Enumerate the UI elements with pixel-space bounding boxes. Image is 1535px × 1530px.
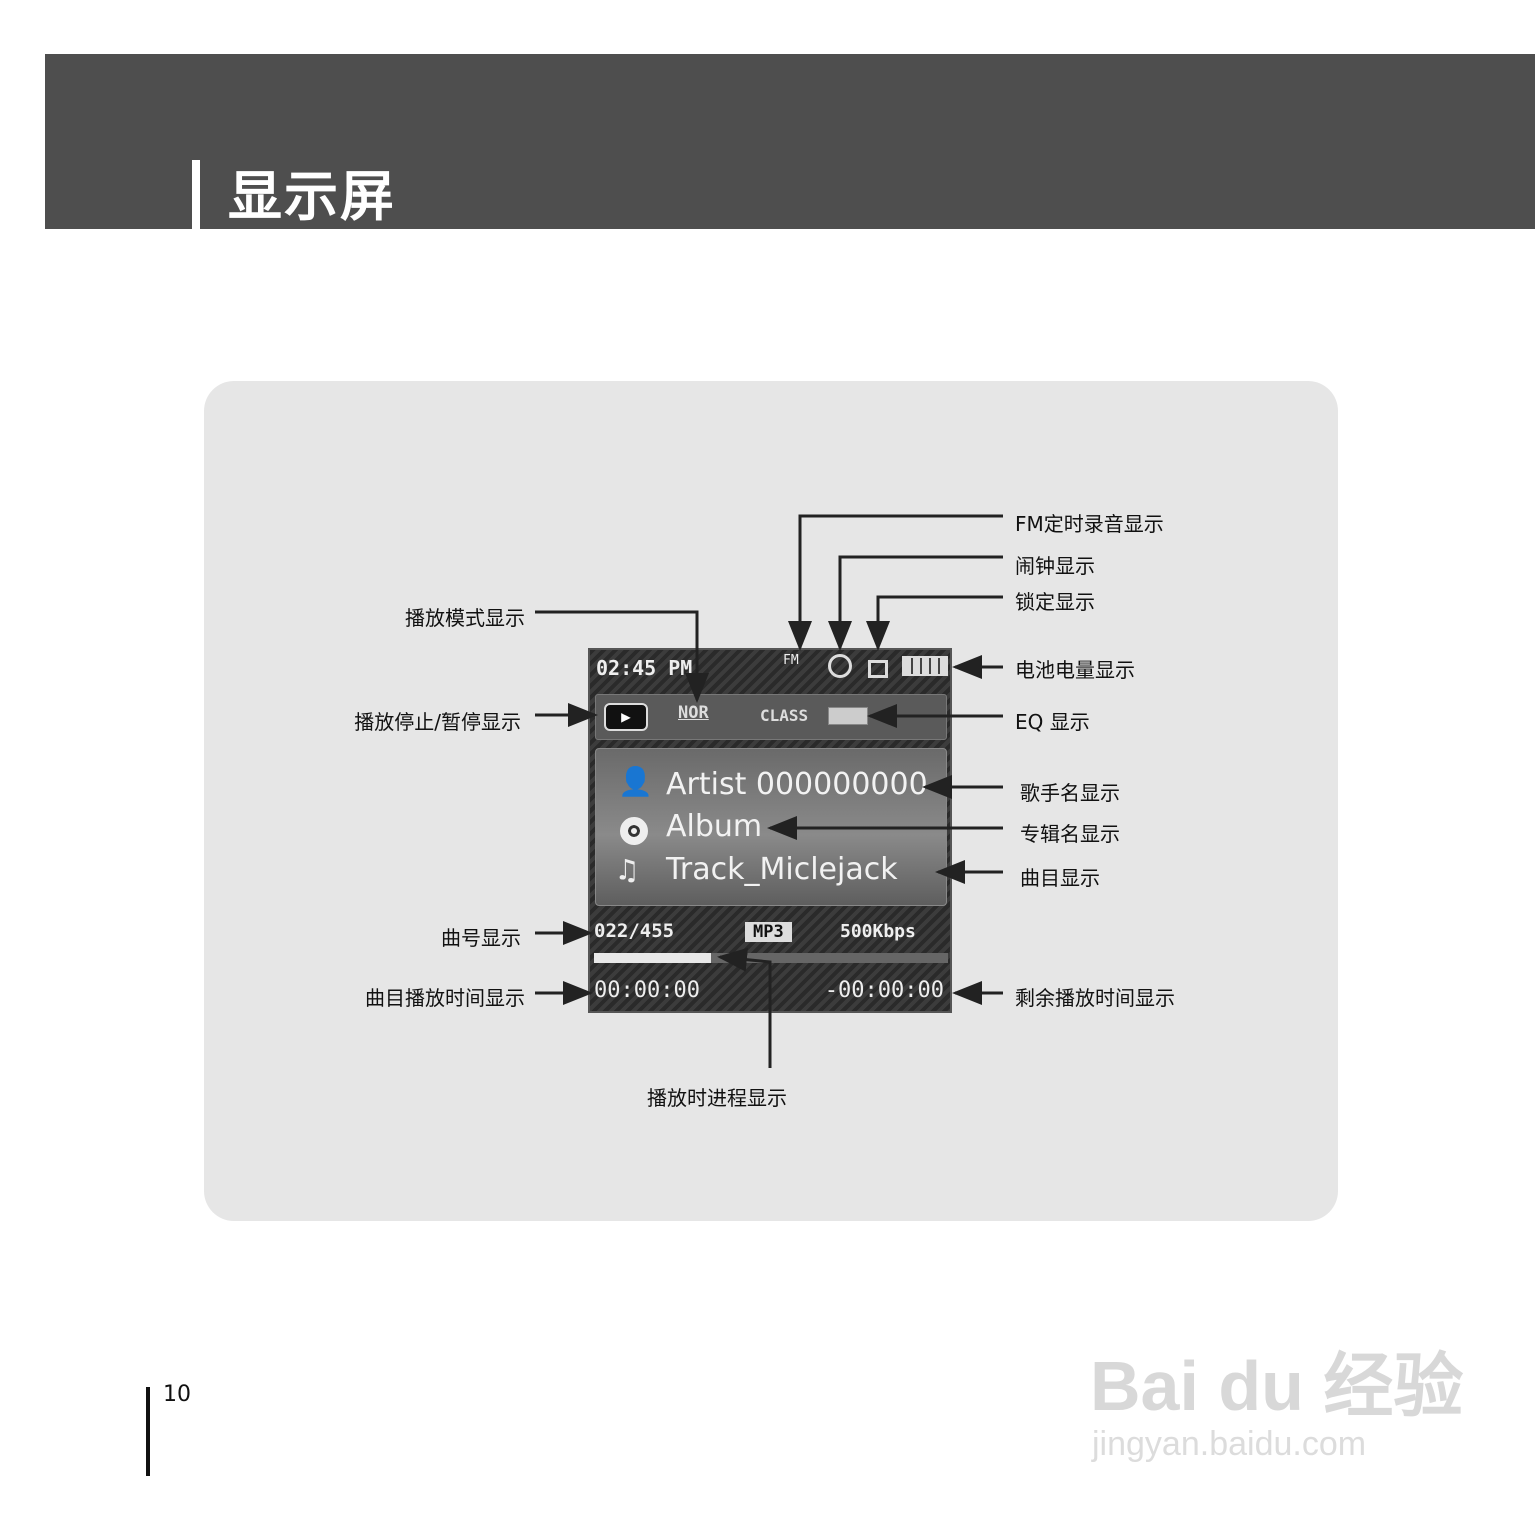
watermark-logo: Bai du 经验 xyxy=(1090,1347,1464,1425)
fm-indicator: FM xyxy=(783,653,799,668)
play-mode: NOR xyxy=(678,703,709,723)
page-title: 显示屏 xyxy=(228,165,396,228)
label-alarm: 闹钟显示 xyxy=(1015,554,1095,578)
music-note-icon: ♫ xyxy=(618,853,637,888)
label-eq: EQ 显示 xyxy=(1015,710,1090,734)
battery-icon xyxy=(902,656,948,676)
track-name: Track_Miclejack xyxy=(666,852,898,887)
label-progress: 播放时进程显示 xyxy=(647,1086,787,1110)
bitrate: 500Kbps xyxy=(840,921,916,942)
track-number: 022/455 xyxy=(594,920,675,942)
label-elapsed: 曲目播放时间显示 xyxy=(365,986,525,1010)
page-number: 10 xyxy=(163,1382,191,1407)
progress-fill xyxy=(594,953,711,963)
lock-icon xyxy=(868,660,888,678)
label-play-state: 播放停止/暂停显示 xyxy=(354,710,521,734)
label-track-number: 曲号显示 xyxy=(441,926,521,950)
page-number-bar xyxy=(146,1387,150,1476)
album-name: Album xyxy=(666,809,763,844)
label-battery: 电池电量显示 xyxy=(1015,658,1135,682)
play-icon: ▶ xyxy=(604,703,648,731)
label-fm-record: FM定时录音显示 xyxy=(1015,512,1164,536)
remaining-time: -00:00:00 xyxy=(824,978,944,1003)
label-lock: 锁定显示 xyxy=(1015,590,1095,614)
label-track: 曲目显示 xyxy=(1020,866,1100,890)
disc-icon xyxy=(620,817,648,845)
title-bar-mark xyxy=(192,160,200,229)
format-badge: MP3 xyxy=(745,922,792,942)
label-album: 专辑名显示 xyxy=(1020,822,1120,846)
artist-name: Artist 000000000 xyxy=(666,767,928,802)
elapsed-time: 00:00:00 xyxy=(594,978,700,1003)
eq-mode: CLASS xyxy=(760,706,809,725)
watermark-url: jingyan.baidu.com xyxy=(1092,1425,1367,1463)
clock-icon xyxy=(828,654,852,678)
header-band: 显示屏 xyxy=(45,54,1535,229)
label-play-mode: 播放模式显示 xyxy=(405,606,525,630)
label-artist: 歌手名显示 xyxy=(1020,781,1120,805)
label-remaining: 剩余播放时间显示 xyxy=(1015,986,1175,1010)
progress-bar[interactable] xyxy=(594,953,948,963)
clock-display: 02:45 PM xyxy=(596,656,693,680)
